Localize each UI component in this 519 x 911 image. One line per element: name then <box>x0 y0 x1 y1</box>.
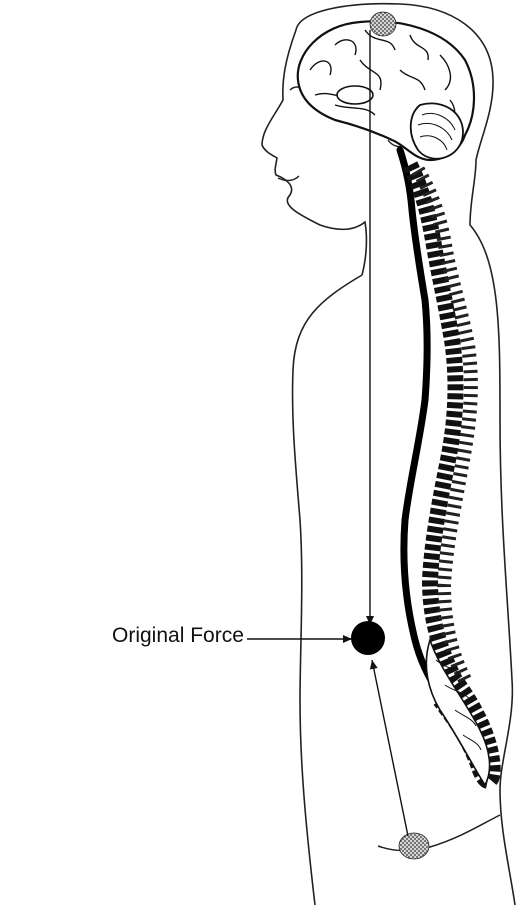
spinal-cord <box>400 150 440 695</box>
cerebellum <box>411 103 463 158</box>
perineum-point <box>399 833 429 859</box>
ventricle <box>337 86 373 104</box>
original-force-point <box>351 621 385 655</box>
arrow-up <box>372 660 408 836</box>
pelvic-line <box>378 815 500 851</box>
original-force-label: Original Force <box>112 625 244 646</box>
crown-point <box>370 12 396 36</box>
front-torso-outline <box>293 275 362 905</box>
